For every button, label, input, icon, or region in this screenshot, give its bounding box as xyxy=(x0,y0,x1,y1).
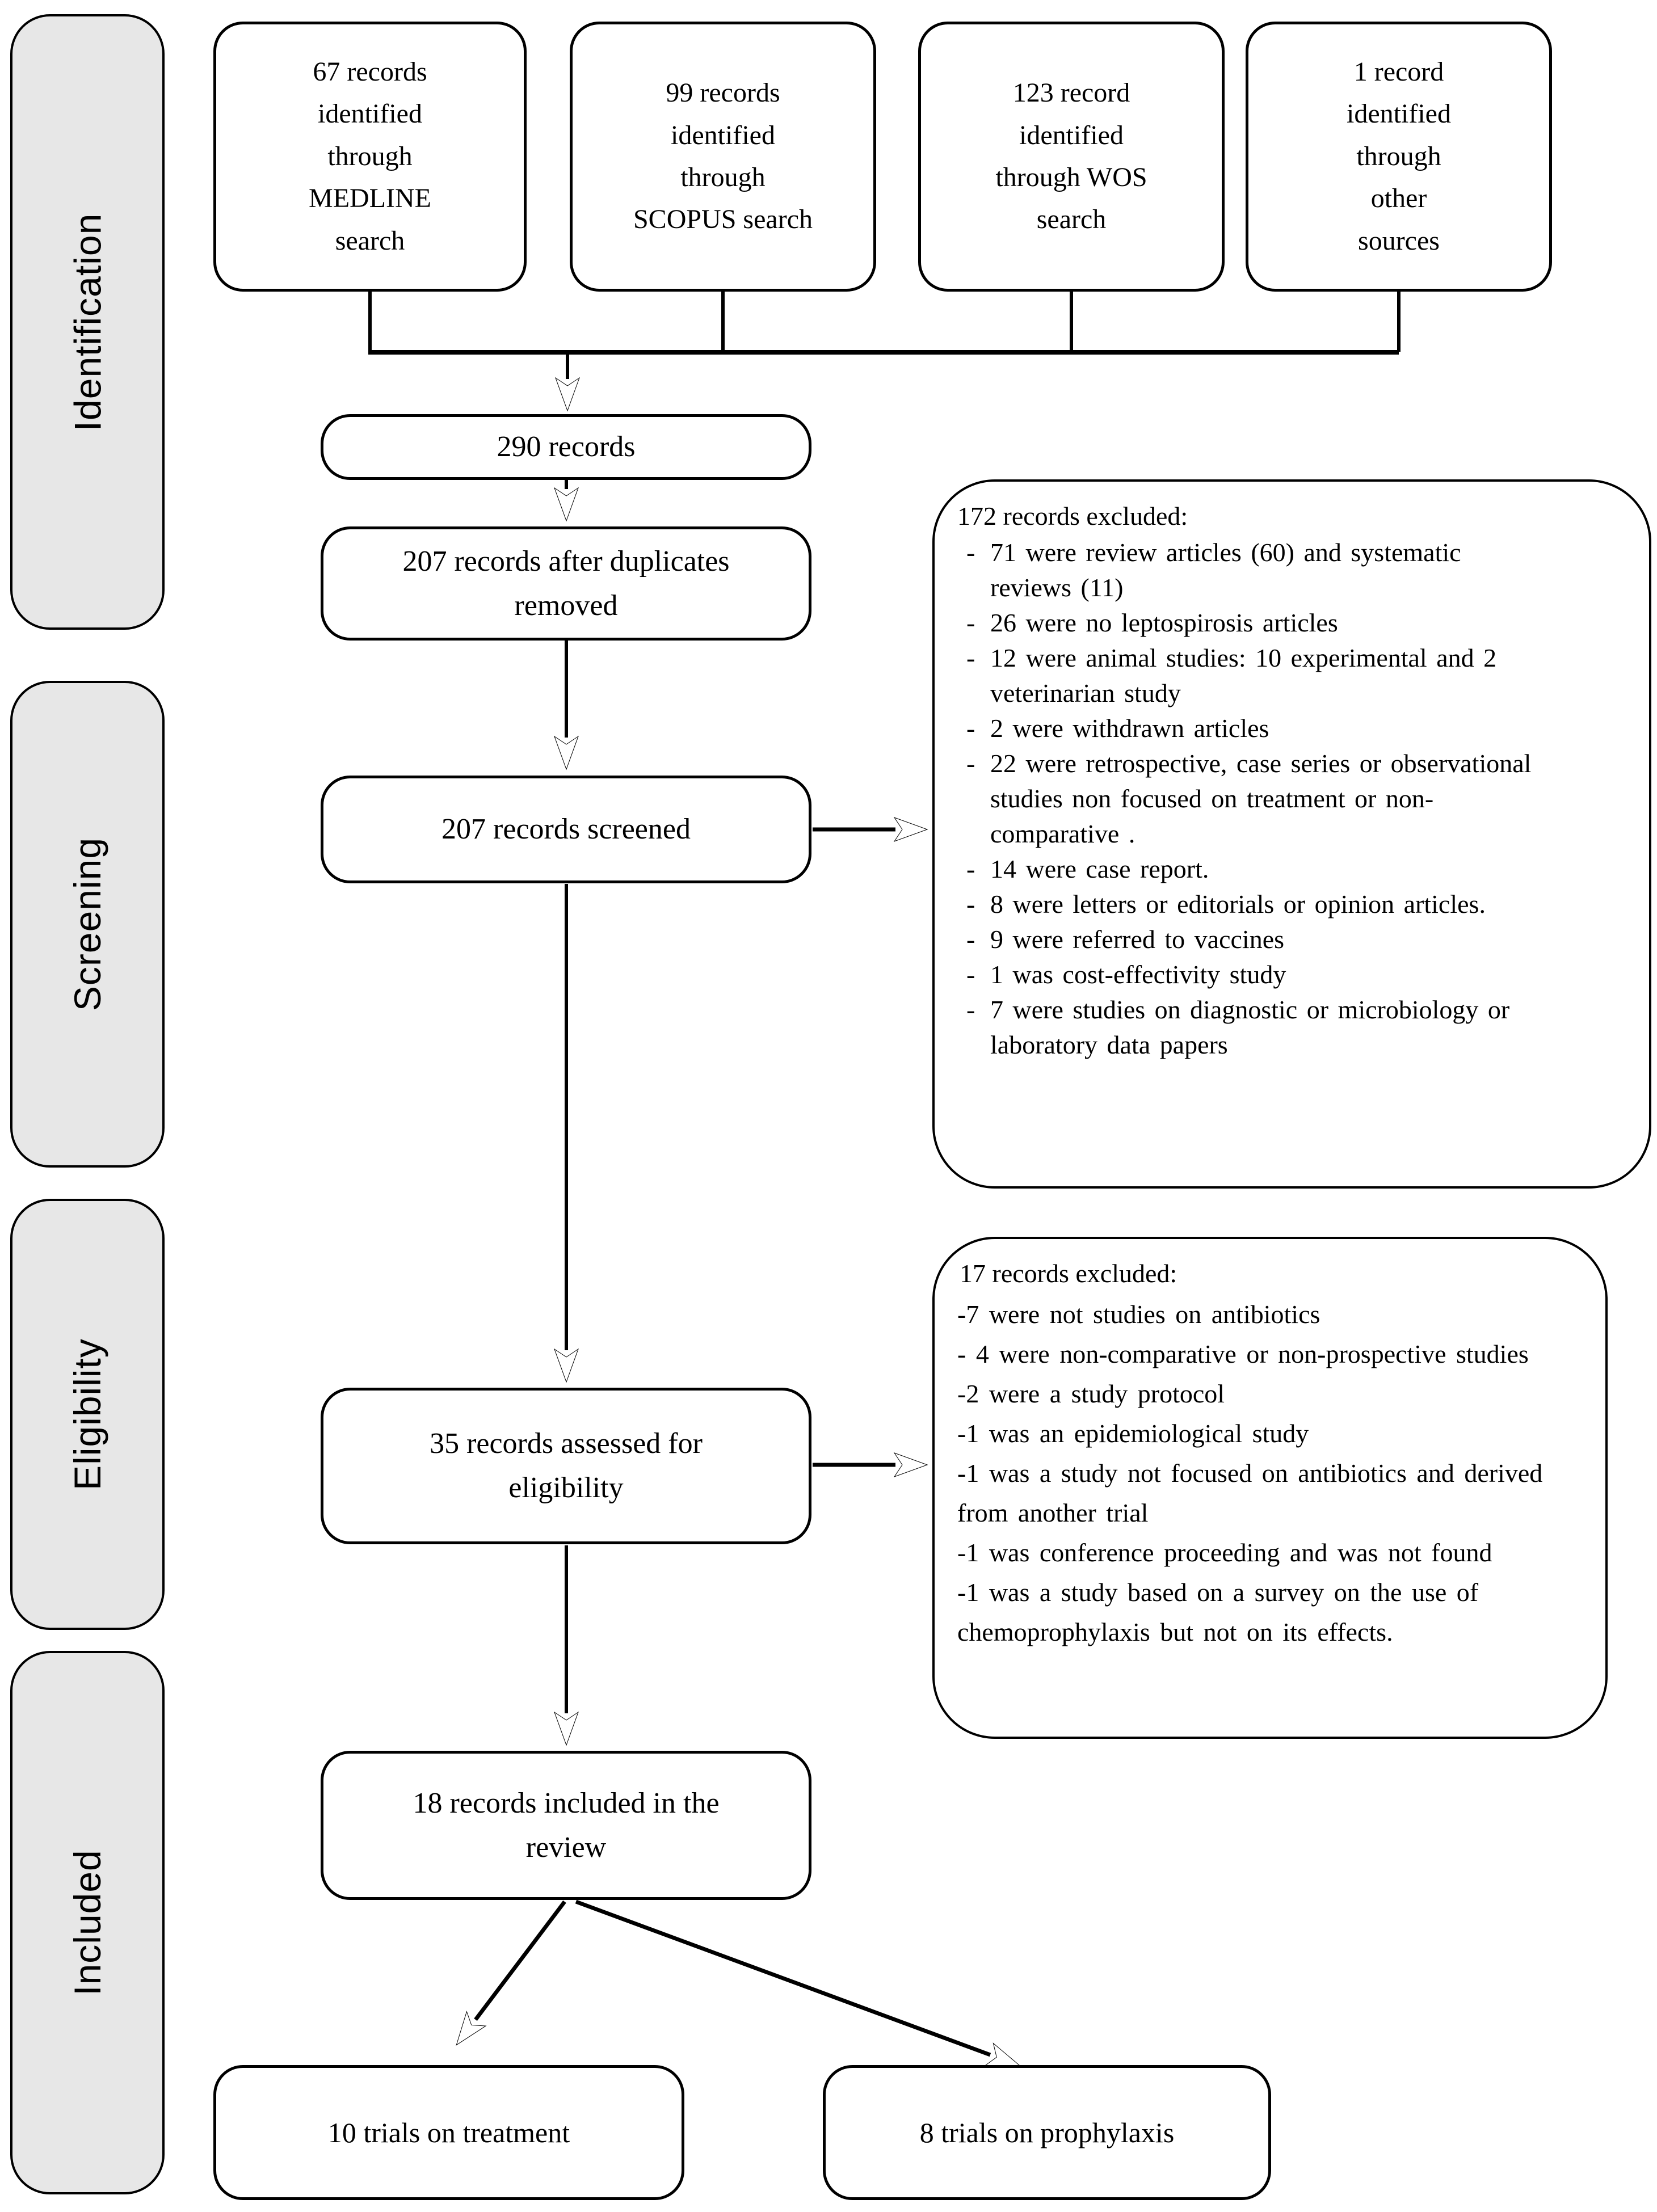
exclusion-item: -2 were a study protocol xyxy=(957,1379,1225,1408)
assessed-records-box: 35 records assessed for eligibility xyxy=(321,1388,811,1544)
phase-label-eligibility: Eligibility xyxy=(66,1338,108,1490)
phase-screening: Screening xyxy=(10,681,165,1168)
exclusion-item: -71 were review articles (60) and system… xyxy=(955,535,1626,605)
exclusion-item-dash: - xyxy=(966,890,975,918)
eligibility-exclusions-title: 17 records excluded: xyxy=(960,1259,1177,1288)
exclusion-item-dash: - xyxy=(966,960,975,989)
exclusion-item-dash: - xyxy=(966,714,975,743)
source-box-other: 1 record identified through other source… xyxy=(1246,22,1552,292)
total-records-text: 290 records xyxy=(497,431,636,463)
exclusion-item-text: 14 were case report. xyxy=(990,854,1209,883)
source-box-medline-text: 67 records identified through MEDLINE se… xyxy=(309,57,431,256)
screening-exclusions-list: -71 were review articles (60) and system… xyxy=(955,535,1626,1063)
exclusion-item: -1 was a study based on a survey on the … xyxy=(957,1578,1479,1646)
exclusion-item-text: 26 were no leptospirosis articles xyxy=(990,608,1338,637)
phase-label-screening: Screening xyxy=(66,837,109,1012)
exclusion-item-text: 1 was cost-effectivity study xyxy=(990,960,1286,989)
source-box-medline: 67 records identified through MEDLINE se… xyxy=(213,22,527,292)
included-records-box: 18 records included in the review xyxy=(321,1751,811,1900)
arrow-included-to-prophylaxis xyxy=(575,1899,1021,2066)
exclusion-item-text: 22 were retrospective, case series or ob… xyxy=(990,749,1532,848)
deduplicated-records-text: 207 records after duplicates removed xyxy=(402,545,730,622)
exclusion-item-text: 7 were studies on diagnostic or microbio… xyxy=(990,995,1510,1059)
exclusion-item-text: 2 were withdrawn articles xyxy=(990,714,1269,743)
exclusion-item: -8 were letters or editorials or opinion… xyxy=(955,887,1626,922)
source-box-wos: 123 record identified through WOS search xyxy=(918,22,1225,292)
exclusion-item: -1 was conference proceeding and was not… xyxy=(957,1538,1492,1567)
exclusion-item-text: 12 were animal studies: 10 experimental … xyxy=(990,643,1497,707)
exclusion-item: -7 were studies on diagnostic or microbi… xyxy=(955,992,1626,1063)
included-records-text: 18 records included in the review xyxy=(413,1787,720,1864)
exclusion-item-dash: - xyxy=(966,643,975,672)
exclusion-item: -1 was cost-effectivity study xyxy=(955,957,1626,992)
screened-records-text: 207 records screened xyxy=(441,813,691,845)
phase-identification: Identification xyxy=(10,14,165,630)
exclusion-item-dash: - xyxy=(966,854,975,883)
phase-label-included: Included xyxy=(66,1849,108,1996)
assessed-records-text: 35 records assessed for eligibility xyxy=(430,1427,703,1504)
phase-eligibility: Eligibility xyxy=(10,1199,165,1630)
exclusion-item-text: 71 were review articles (60) and systema… xyxy=(990,538,1461,602)
exclusion-item: -22 were retrospective, case series or o… xyxy=(955,746,1626,852)
exclusion-item: -9 were referred to vaccines xyxy=(955,922,1626,957)
source-box-scopus: 99 records identified through SCOPUS sea… xyxy=(570,22,876,292)
exclusion-item: -26 were no leptospirosis articles xyxy=(955,605,1626,641)
source-box-wos-text: 123 record identified through WOS search xyxy=(995,78,1147,235)
exclusion-item-dash: - xyxy=(966,749,975,778)
total-records-box: 290 records xyxy=(321,414,811,480)
deduplicated-records-box: 207 records after duplicates removed xyxy=(321,526,811,641)
exclusion-item: -12 were animal studies: 10 experimental… xyxy=(955,641,1626,711)
exclusion-item: -7 were not studies on antibiotics xyxy=(957,1300,1320,1329)
screening-exclusions-box: 172 records excluded: -71 were review ar… xyxy=(932,479,1651,1189)
phase-label-identification: Identification xyxy=(66,213,109,431)
exclusion-item-text: 8 were letters or editorials or opinion … xyxy=(990,890,1486,918)
screened-records-box: 207 records screened xyxy=(321,776,811,883)
exclusion-item-dash: - xyxy=(966,995,975,1024)
exclusion-item-dash: - xyxy=(966,608,975,637)
exclusion-item-dash: - xyxy=(966,925,975,954)
screening-exclusions-title: 172 records excluded: xyxy=(957,502,1188,530)
source-box-scopus-text: 99 records identified through SCOPUS sea… xyxy=(633,78,813,235)
eligibility-exclusions-list: -7 were not studies on antibiotics - 4 we… xyxy=(957,1295,1580,1652)
treatment-trials-text: 10 trials on treatment xyxy=(327,2116,570,2148)
exclusion-item-text: 9 were referred to vaccines xyxy=(990,925,1285,954)
prophylaxis-trials-box: 8 trials on prophylaxis xyxy=(823,2065,1271,2200)
phase-included: Included xyxy=(10,1651,165,2194)
exclusion-item: -1 was a study not focused on antibiotic… xyxy=(957,1459,1543,1527)
exclusion-item: -1 was an epidemiological study xyxy=(957,1419,1309,1448)
exclusion-item: -2 were withdrawn articles xyxy=(955,711,1626,746)
arrow-included-to-treatment xyxy=(456,1900,566,2046)
exclusion-item: -14 were case report. xyxy=(955,852,1626,887)
eligibility-exclusions-box: 17 records excluded: -7 were not studies… xyxy=(932,1237,1608,1739)
exclusion-item-dash: - xyxy=(966,538,975,567)
exclusion-item: - 4 were non-comparative or non-prospect… xyxy=(957,1339,1529,1368)
prophylaxis-trials-text: 8 trials on prophylaxis xyxy=(919,2116,1175,2148)
source-box-other-text: 1 record identified through other source… xyxy=(1347,57,1451,256)
treatment-trials-box: 10 trials on treatment xyxy=(213,2065,684,2200)
